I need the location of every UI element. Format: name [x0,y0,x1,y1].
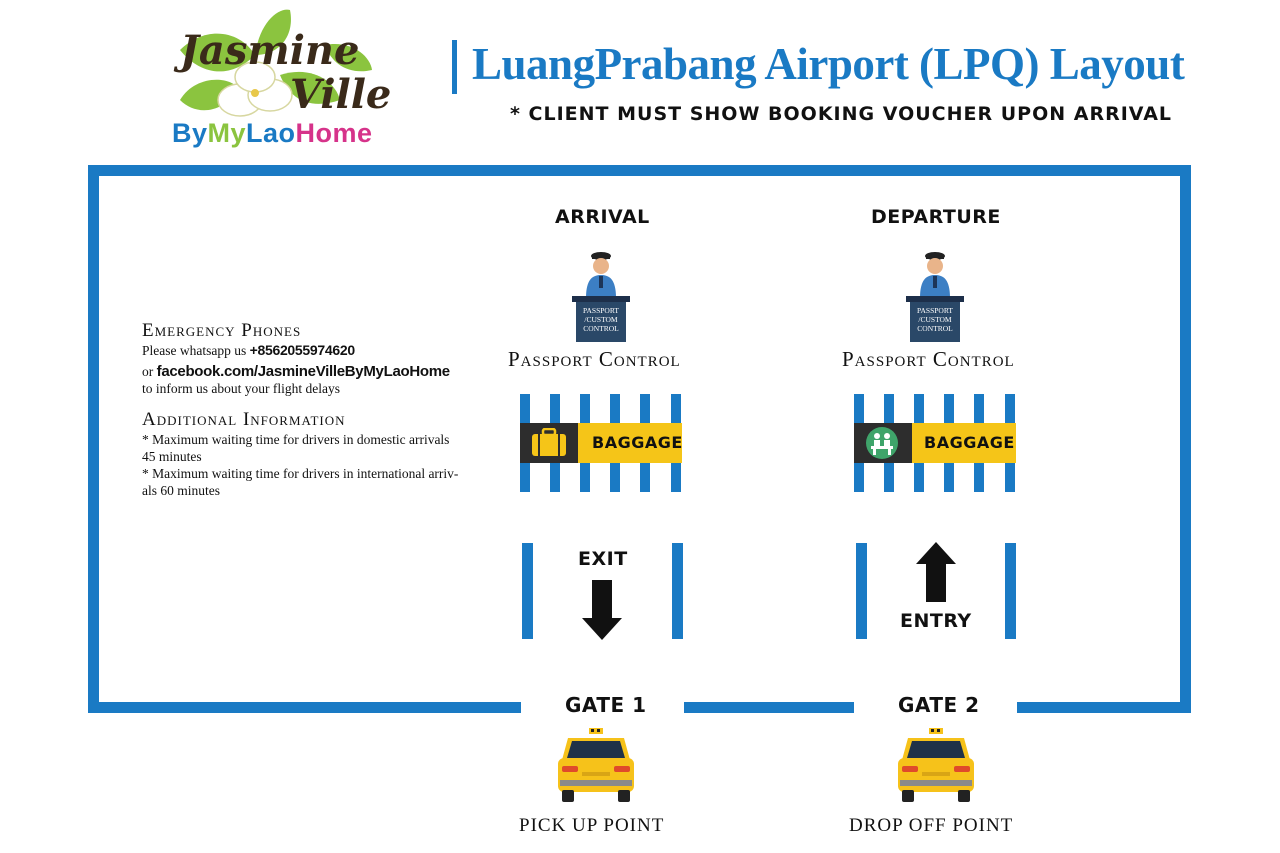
logo-my: My [207,118,247,148]
pick-up-point-label: PICK UP POINT [519,815,665,836]
arrival-lane-right [672,543,683,639]
drop-off-point-label: DROP OFF POINT [849,815,1014,836]
logo-home: Home [295,118,373,148]
departure-passport-control-label: Passport Control [842,347,1015,371]
logo-line2: Ville [290,71,392,118]
exit-label: EXIT [578,548,628,570]
desk-text-line3: CONTROL [583,324,619,333]
arrival-baggage-label: BAGGAGE [592,433,683,452]
bullet-domestic-cont: 45 minutes [142,449,202,464]
taxi-pickup-icon [558,728,634,802]
phone-number: +8562055974620 [249,342,356,358]
whatsapp-text: Please whatsapp us [142,343,250,358]
desk-text-line3: CONTROL [917,324,953,333]
suitcase-icon [532,428,566,456]
info-panel: Emergency Phones Please whatsapp us +856… [142,320,458,499]
desk-text-line2: /CUSTOM [918,315,952,324]
page-title: LuangPrabang Airport (LPQ) Layout [472,39,1185,89]
logo-line1: Jasmine [180,27,360,74]
check-in-desk-icon [866,427,898,459]
arrival-label: ARRIVAL [555,206,650,228]
passport-officer-arrival-icon: PASSPORT /CUSTOM CONTROL [572,252,630,342]
facebook-line: or facebook.com/JasmineVilleByMyLaoHome [142,363,458,380]
facebook-link: facebook.com/JasmineVilleByMyLaoHome [156,363,451,380]
bullet-international: * Maximum waiting time for drivers in in… [142,466,459,481]
emergency-phones-title: Emergency Phones [142,320,302,341]
gate-2-label: GATE 2 [898,693,980,717]
desk-text-line1: PASSPORT [917,306,953,315]
flight-delay-line: to inform us about your flight delays [142,381,340,396]
arrival-passport-control-label: Passport Control [508,347,681,371]
arrow-down-icon [582,580,622,640]
entry-label: ENTRY [900,610,972,632]
facebook-prefix: or [142,364,157,379]
bullet-domestic: * Maximum waiting time for drivers in do… [142,432,450,447]
whatsapp-line: Please whatsapp us +8562055974620 [142,342,458,359]
departure-lane-left [856,543,867,639]
bullet-international-cont: als 60 minutes [142,483,220,498]
passport-officer-departure-icon: PASSPORT /CUSTOM CONTROL [906,252,964,342]
logo: Jasmine Ville [160,5,400,155]
departure-label: DEPARTURE [871,206,1001,228]
logo-byline: ByMyLaoHome [172,118,373,149]
logo-by: By [172,118,208,148]
desk-text-line2: /CUSTOM [584,315,618,324]
desk-text-line1: PASSPORT [583,306,619,315]
logo-lao: Lao [246,118,296,148]
gate-1-label: GATE 1 [565,693,647,717]
jasmine-flower-icon [180,9,372,117]
departure-lane-right [1005,543,1016,639]
additional-info-title: Additional Information [142,409,346,430]
arrival-lane-left [522,543,533,639]
arrow-up-icon [916,542,956,602]
title-divider [452,40,457,94]
voucher-notice: * CLIENT MUST SHOW BOOKING VOUCHER UPON … [510,103,1173,125]
taxi-dropoff-icon [898,728,974,802]
departure-baggage-label: BAGGAGE [924,433,1015,452]
